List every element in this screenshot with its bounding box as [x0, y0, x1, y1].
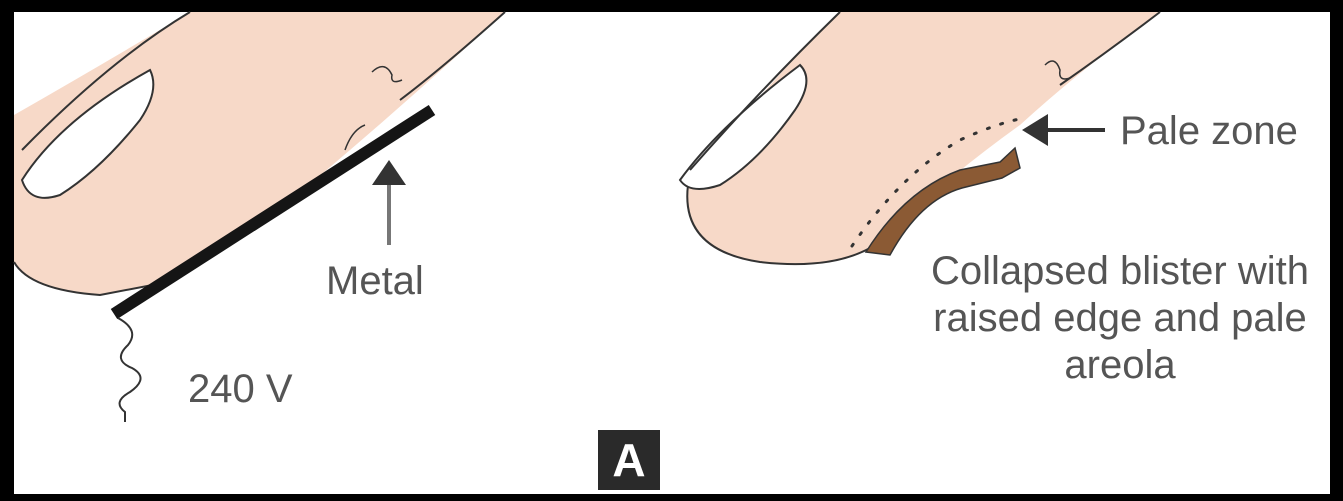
- voltage-label: 240 V: [188, 366, 293, 413]
- metal-label: Metal: [326, 258, 424, 305]
- panel-letter-badge: A: [598, 430, 660, 490]
- blister-label: Collapsed blister with raised edge and p…: [920, 248, 1320, 390]
- pale-zone-label: Pale zone: [1120, 108, 1298, 155]
